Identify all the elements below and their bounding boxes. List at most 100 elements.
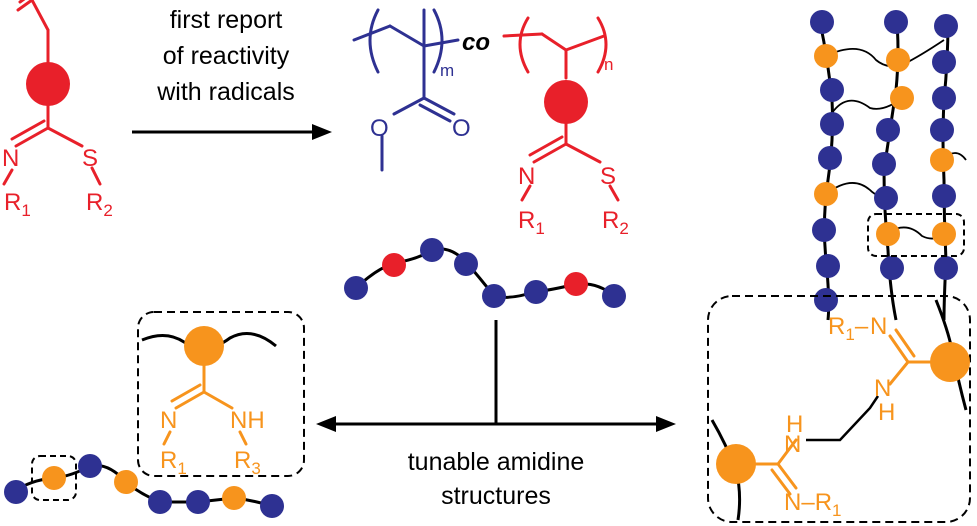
left-amidine-n: N	[160, 407, 177, 434]
net-bead-24	[932, 222, 956, 246]
left-bead-6	[186, 490, 210, 514]
crosslink-1	[825, 39, 945, 68]
copolymer-r2-label: R2	[602, 207, 629, 238]
left-amidine-r1: R1	[160, 447, 187, 478]
methacrylate-unit	[352, 8, 460, 172]
center-chain-beads	[344, 238, 626, 308]
left-bead-1	[4, 480, 28, 504]
copolymer-n-label: N	[518, 163, 535, 190]
left-bead-4	[114, 470, 138, 494]
net-bead-10	[884, 10, 908, 34]
c-s-bond	[46, 126, 84, 148]
left-bead-8	[260, 494, 284, 518]
right-zoom-box	[707, 295, 971, 523]
ester-o-label: O	[370, 115, 389, 142]
net-bead-15	[874, 186, 898, 210]
net-bead-18	[934, 14, 958, 38]
net-bead-4	[820, 112, 844, 136]
net-bead-7	[812, 218, 836, 242]
net-bead-11	[886, 48, 910, 72]
monomer-s-label: S	[82, 145, 98, 172]
left-amidine-nh: NH	[230, 407, 265, 434]
left-bracket-m	[368, 8, 380, 74]
amidine-n-r1	[162, 430, 172, 446]
left-bead-7	[222, 486, 246, 510]
net-bead-5	[818, 146, 842, 170]
monomer-structure	[2, 0, 102, 186]
reaction-arrow	[132, 124, 332, 140]
right-top-nh-h: H	[878, 399, 895, 426]
net-bead-19	[932, 50, 956, 74]
s-r2-bond	[90, 166, 102, 186]
cn-double	[528, 135, 564, 157]
center-bead-6	[524, 280, 548, 304]
n-r1	[520, 184, 532, 202]
top-cn-double	[894, 328, 916, 358]
net-bead-8	[816, 254, 840, 278]
backbone-2	[388, 24, 426, 48]
co-label: co	[462, 29, 490, 56]
copolymer-s-label: S	[600, 163, 616, 190]
bottom-caption-line2: structures	[441, 482, 551, 510]
center-bead-5	[482, 284, 506, 308]
vinyl-bond-1	[16, 0, 34, 12]
thioimidate-unit	[502, 16, 620, 202]
left-zoom-box	[137, 311, 305, 477]
arrow-caption-line3: with radicals	[156, 78, 295, 106]
left-bead-5	[148, 490, 172, 514]
monomer-r2-label: R2	[86, 189, 113, 220]
arrow-head-right	[656, 416, 676, 432]
bottom-cn	[776, 462, 798, 490]
bottom-cn-double	[770, 468, 792, 496]
net-bead-12	[890, 86, 914, 110]
backbone-1	[352, 24, 392, 42]
right-top-n: N	[870, 313, 887, 340]
carbonyl-o-label: O	[452, 115, 471, 142]
center-bead-8	[602, 284, 626, 308]
center-bead-3	[420, 238, 444, 262]
right-top-r1: R1–	[828, 313, 869, 344]
carbonyl-bond	[422, 96, 456, 116]
c-n-bond	[14, 126, 50, 148]
copolymer-red-bead	[544, 80, 588, 124]
amidine-nh-r3	[238, 430, 248, 446]
net-bead-14	[872, 152, 896, 176]
top-cn	[888, 334, 910, 364]
left-bracket-n	[518, 16, 530, 74]
right-bracket-m	[432, 8, 444, 74]
monomer-n-label: N	[2, 145, 19, 172]
right-mid-h: H	[786, 411, 803, 438]
s-r2	[608, 184, 620, 202]
right-bracket-n	[596, 16, 608, 74]
right-top-nh-n: N	[874, 375, 891, 402]
copolymer-r1-label: R1	[518, 207, 545, 238]
net-bead-13	[876, 118, 900, 142]
amidine-cn	[174, 390, 206, 410]
c-n-double-bond	[10, 119, 46, 141]
left-chain-beads	[4, 454, 284, 518]
right-mid-n: N	[784, 431, 801, 458]
arrow-caption-line2: of reactivity	[163, 42, 290, 70]
arrow-head-left	[316, 416, 336, 432]
left-amidine-r3: R3	[234, 447, 261, 478]
monomer-r1-label: R1	[4, 189, 31, 220]
net-bead-17	[880, 256, 904, 280]
net-bead-25	[934, 256, 958, 280]
top-cnh	[888, 360, 910, 386]
net-bead-21	[930, 118, 954, 142]
net-bead-2	[814, 44, 838, 68]
vinyl-bond-2	[30, 0, 50, 32]
cs-bond	[564, 142, 602, 164]
branching-arrow	[330, 320, 662, 426]
ethylene-linker	[806, 395, 880, 442]
ester-o-bond	[392, 96, 426, 116]
bottom-cnh	[776, 438, 798, 466]
vinyl-bond-double	[18, 0, 26, 4]
net-bead-9	[814, 288, 838, 312]
backbone-5	[540, 32, 568, 52]
net-bead-6	[814, 182, 838, 206]
amidine-cn-double	[170, 383, 202, 403]
right-amidine-bonds	[754, 328, 932, 496]
left-bead-3	[78, 454, 102, 478]
cn-bond	[532, 142, 568, 164]
